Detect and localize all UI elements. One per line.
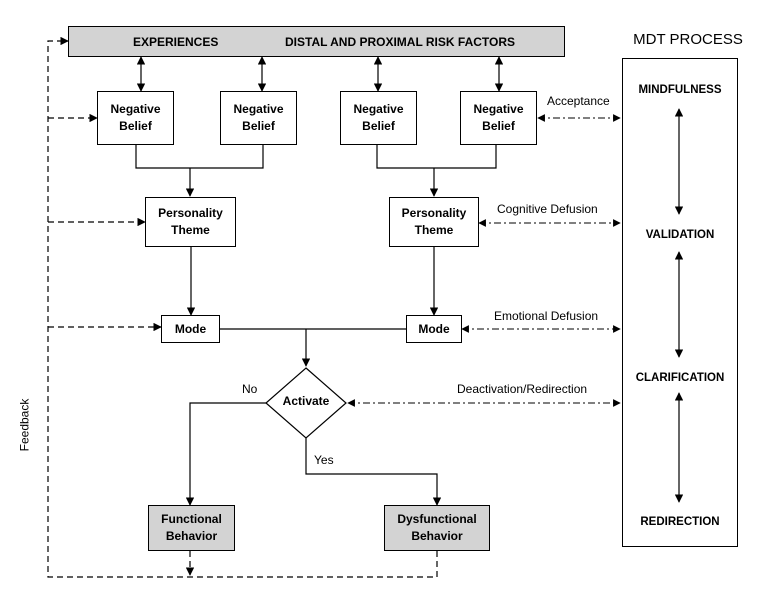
mdt-validation: VALIDATION <box>645 229 715 241</box>
negative-belief-4: Negative Belief <box>460 91 537 145</box>
risk-factors-label: DISTAL AND PROXIMAL RISK FACTORS <box>285 35 516 49</box>
feedback-label: Feedback <box>17 398 32 452</box>
emotional-defusion-label: Emotional Defusion <box>494 309 599 323</box>
mdt-process-title: MDT PROCESS <box>633 31 743 48</box>
join-beliefs-right <box>376 145 497 169</box>
feedback-loop <box>47 36 438 578</box>
dysfunctional-behavior: Dysfunctional Behavior <box>384 505 490 551</box>
mdt-redirection: REDIRECTION <box>640 516 720 528</box>
branch-yes <box>305 438 442 506</box>
activate-label: Activate <box>282 394 330 408</box>
acceptance-label: Acceptance <box>547 94 610 108</box>
mdt-clarification: CLARIFICATION <box>635 372 725 384</box>
mode-right: Mode <box>406 315 462 343</box>
experiences-label: EXPERIENCES <box>133 35 219 49</box>
personality-theme-right: Personality Theme <box>389 197 479 247</box>
functional-behavior: Functional Behavior <box>148 505 235 551</box>
mdt-process-box <box>622 58 738 547</box>
negative-belief-3: Negative Belief <box>340 91 417 145</box>
mode-left: Mode <box>161 315 220 343</box>
deactivation-label: Deactivation/Redirection <box>457 382 588 396</box>
branch-no <box>185 402 266 506</box>
mdt-mindfulness: MINDFULNESS <box>638 84 722 96</box>
personality-theme-left: Personality Theme <box>145 197 236 247</box>
negative-belief-1: Negative Belief <box>97 91 174 145</box>
risk-factors-bar: EXPERIENCES DISTAL AND PROXIMAL RISK FAC… <box>68 26 565 57</box>
cognitive-defusion-label: Cognitive Defusion <box>497 202 598 216</box>
join-beliefs-left <box>135 145 264 169</box>
negative-belief-2: Negative Belief <box>220 91 297 145</box>
branch-no-label: No <box>242 382 258 396</box>
branch-yes-label: Yes <box>314 453 334 467</box>
